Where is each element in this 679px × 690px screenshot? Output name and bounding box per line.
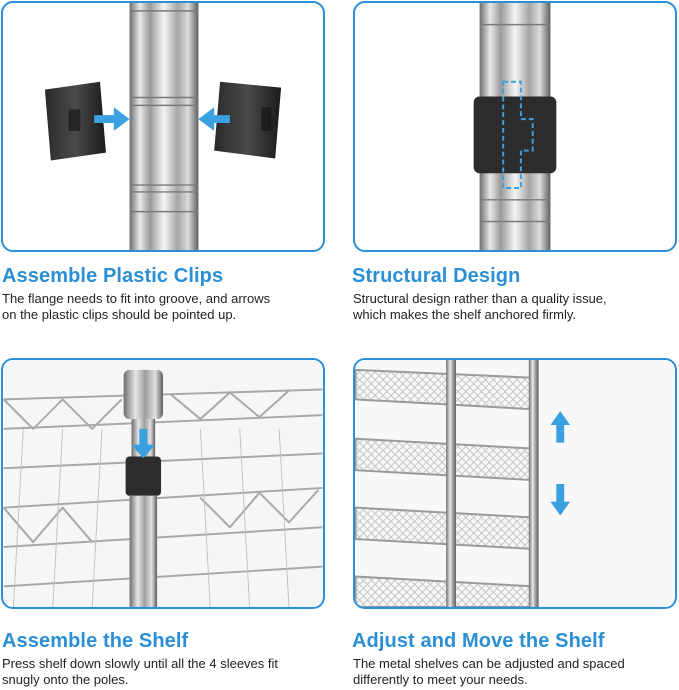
structural-design-description: Structural design rather than a quality …	[353, 291, 607, 323]
structural-design-title: Structural Design	[352, 265, 521, 287]
adjust-shelf-line-1: The metal shelves can be adjusted and sp…	[353, 656, 625, 671]
shelf-corner-illustration	[3, 360, 323, 607]
arrow-right-icon	[94, 107, 130, 131]
assemble-shelf-line-2: snugly onto the poles.	[2, 672, 129, 687]
structural-design-line-1: Structural design rather than a quality …	[353, 291, 607, 306]
clip-on-pole	[125, 456, 162, 496]
assemble-clips-description: The flange needs to fit into groove, and…	[2, 291, 270, 323]
arrow-down-icon	[131, 428, 156, 459]
panel-assemble-shelf-image	[1, 358, 325, 609]
assemble-shelf-title: Assemble the Shelf	[2, 630, 189, 652]
assemble-clips-line-1: The flange needs to fit into groove, and…	[2, 291, 271, 306]
arrow-up-icon	[550, 411, 571, 443]
pole-with-clips-illustration	[44, 3, 282, 250]
stacked-shelves-illustration	[355, 360, 675, 607]
clip-sleeve	[473, 96, 557, 174]
right-clip	[214, 81, 282, 159]
assemble-clips-line-2: on the plastic clips should be pointed u…	[2, 307, 237, 322]
top-sleeve	[123, 369, 163, 420]
adjust-shelf-title: Adjust and Move the Shelf	[352, 630, 605, 652]
adjust-shelf-description: The metal shelves can be adjusted and sp…	[353, 656, 625, 688]
assemble-shelf-description: Press shelf down slowly until all the 4 …	[2, 656, 278, 688]
assemble-clips-title: Assemble Plastic Clips	[2, 265, 224, 287]
groove-outline	[502, 80, 534, 189]
left-clip	[44, 81, 106, 161]
panel-adjust-shelf-image	[353, 358, 677, 609]
structural-design-line-2: which makes the shelf anchored firmly.	[353, 307, 577, 322]
pole-with-groove-illustration	[473, 3, 557, 250]
panel-assemble-clips-image	[1, 1, 325, 252]
panel-structural-design-image	[353, 1, 677, 252]
adjust-shelf-line-2: differently to meet your needs.	[353, 672, 528, 687]
assemble-shelf-line-1: Press shelf down slowly until all the 4 …	[2, 656, 279, 671]
arrow-down-icon	[550, 483, 571, 516]
arrow-left-icon	[198, 107, 230, 131]
